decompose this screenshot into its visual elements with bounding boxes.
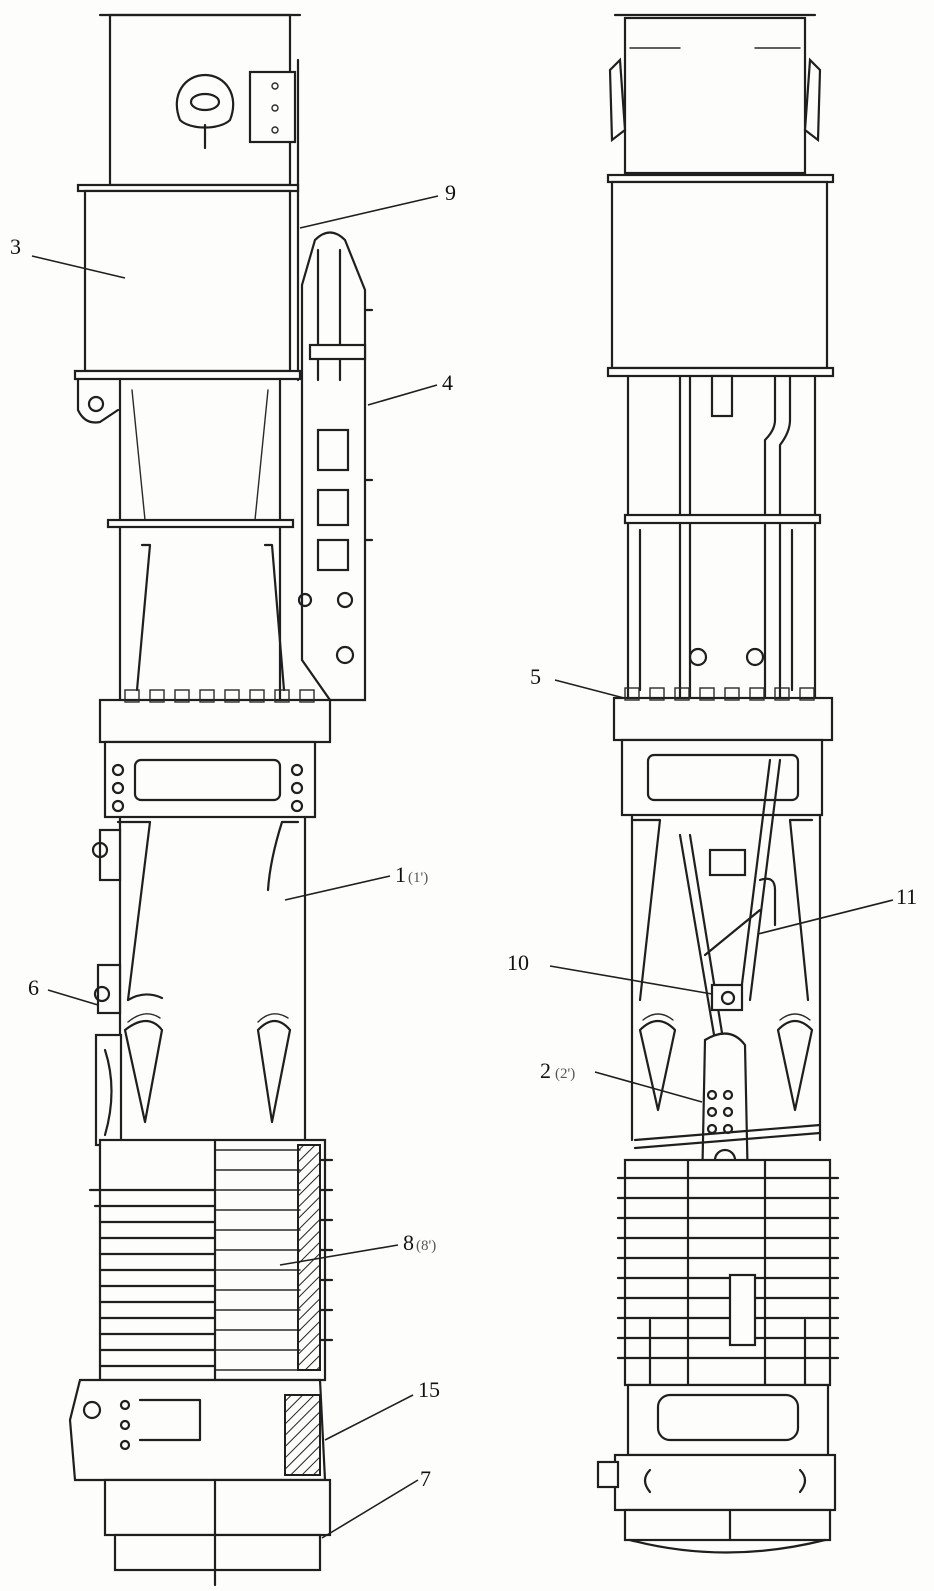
label-2-sub: (2')	[555, 1066, 575, 1082]
label-15: 15	[418, 1377, 440, 1402]
label-7: 7	[420, 1466, 431, 1491]
main-cylinder	[116, 815, 307, 1142]
handle-right	[803, 57, 822, 143]
label-8: 8	[403, 1230, 414, 1255]
label-8-sub: (8')	[416, 1238, 436, 1254]
right-flange	[612, 687, 834, 817]
left-base	[68, 1378, 332, 1587]
handle-left	[608, 57, 627, 143]
label-3: 3	[10, 234, 21, 259]
right-finned-bushing	[616, 1158, 840, 1392]
right-leaders	[549, 679, 894, 1103]
left-view	[31, 13, 439, 1587]
left-leaders	[31, 195, 439, 1539]
seal-section	[284, 1394, 321, 1476]
label-1-sub: (1')	[408, 870, 428, 886]
right-cover-box	[610, 180, 829, 370]
label-1: 1	[395, 862, 406, 887]
right-base	[596, 1383, 837, 1554]
right-upper-frame	[623, 374, 822, 702]
side-fittings	[91, 828, 123, 1147]
right-top-box	[623, 16, 807, 175]
label-9: 9	[445, 180, 456, 205]
right-cylinder	[630, 758, 822, 1192]
lifting-eye	[175, 73, 235, 150]
pulley-mechanism	[297, 231, 374, 702]
label-6: 6	[28, 975, 39, 1000]
cover-box	[83, 189, 292, 373]
label-2: 2	[540, 1058, 551, 1083]
label-5: 5	[530, 664, 541, 689]
callout-labels: 3 9 4 1 (1') 6 8 (8') 15 7 5 11 10 2 (2'…	[10, 180, 917, 1491]
cover-flange-bottom	[73, 369, 302, 381]
label-11: 11	[896, 884, 917, 909]
label-4: 4	[442, 370, 453, 395]
right-view	[549, 13, 894, 1554]
label-10: 10	[507, 950, 529, 975]
left-flange	[98, 689, 332, 819]
finned-bushing	[88, 1138, 334, 1482]
upper-frame	[106, 377, 295, 702]
